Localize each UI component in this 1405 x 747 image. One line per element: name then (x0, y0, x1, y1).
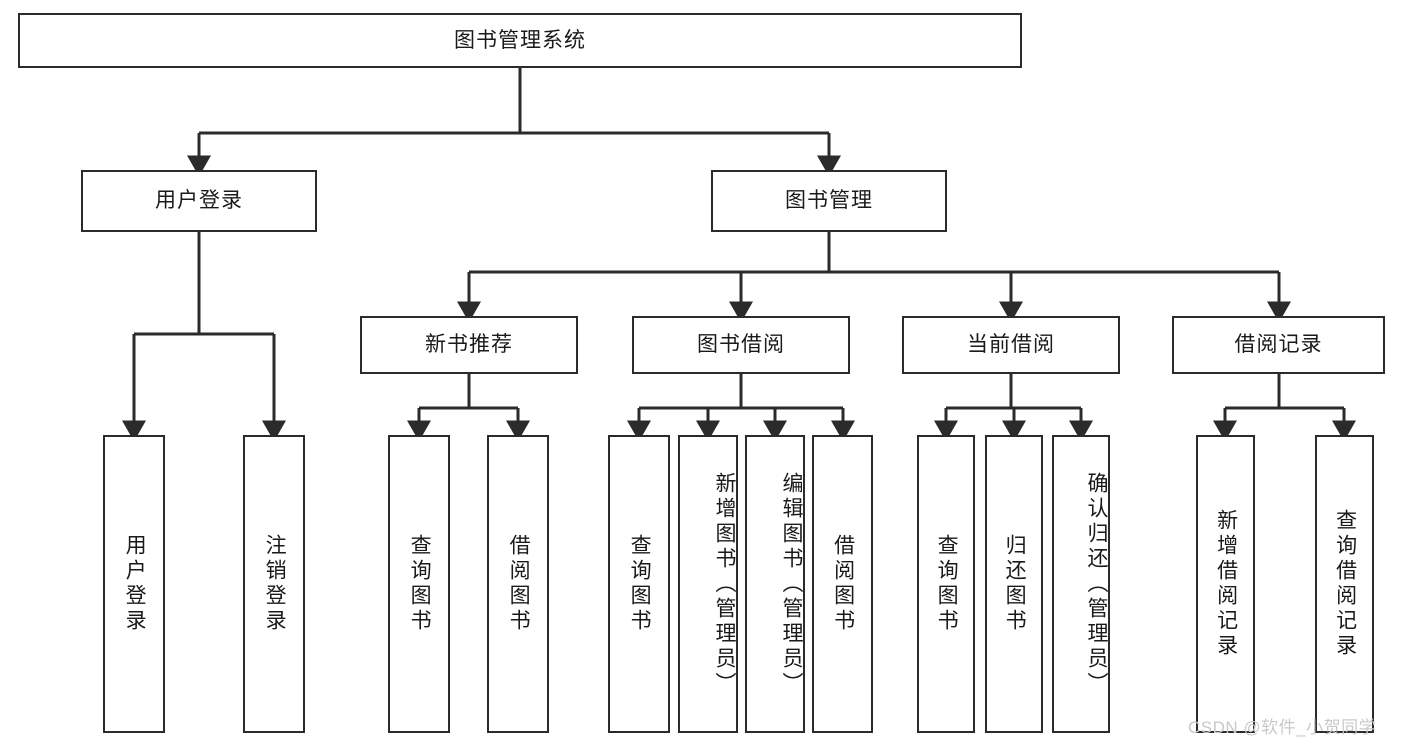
node-user-login[interactable]: 用户登录 (81, 170, 317, 232)
node-leaf-user-logout[interactable]: 注销登录 (243, 435, 305, 733)
node-leaf-borrow-book-1-label: 借阅图书 (507, 534, 531, 634)
node-leaf-query-book-3[interactable]: 查询图书 (917, 435, 975, 733)
node-borrow-record-label: 借阅记录 (1234, 333, 1323, 357)
node-leaf-confirm-return-admin-label: 确认归还（管理员） (1085, 471, 1108, 697)
node-current-borrow[interactable]: 当前借阅 (902, 316, 1120, 374)
node-book-manage-label: 图书管理 (785, 189, 873, 213)
node-book-borrow[interactable]: 图书借阅 (632, 316, 850, 374)
node-root[interactable]: 图书管理系统 (18, 13, 1022, 68)
node-leaf-query-borrow-record[interactable]: 查询借阅记录 (1315, 435, 1374, 733)
csdn-watermark: CSDN @软件_小贺同学 (1188, 718, 1377, 737)
node-current-borrow-label: 当前借阅 (967, 333, 1055, 357)
node-new-book-recommend-label: 新书推荐 (425, 333, 513, 357)
node-book-borrow-label: 图书借阅 (697, 333, 785, 357)
node-leaf-query-borrow-record-label: 查询借阅记录 (1333, 509, 1357, 659)
node-leaf-user-login[interactable]: 用户登录 (103, 435, 165, 733)
node-leaf-query-book-3-label: 查询图书 (935, 534, 959, 634)
node-leaf-user-login-label: 用户登录 (123, 534, 147, 634)
node-leaf-edit-book-admin[interactable]: 编辑图书（管理员） (745, 435, 805, 733)
node-leaf-query-book-1-label: 查询图书 (408, 534, 432, 634)
node-borrow-record[interactable]: 借阅记录 (1172, 316, 1385, 374)
node-new-book-recommend[interactable]: 新书推荐 (360, 316, 578, 374)
node-leaf-user-logout-label: 注销登录 (263, 534, 287, 634)
node-leaf-edit-book-admin-label: 编辑图书（管理员） (780, 471, 803, 697)
node-leaf-add-borrow-record-label: 新增借阅记录 (1214, 509, 1238, 659)
node-leaf-query-book-2-label: 查询图书 (628, 534, 652, 634)
node-leaf-query-book-2[interactable]: 查询图书 (608, 435, 670, 733)
node-user-login-label: 用户登录 (155, 189, 243, 213)
node-book-manage[interactable]: 图书管理 (711, 170, 947, 232)
node-leaf-return-book-label: 归还图书 (1003, 534, 1027, 634)
node-leaf-borrow-book-2[interactable]: 借阅图书 (812, 435, 873, 733)
node-leaf-add-book-admin[interactable]: 新增图书（管理员） (678, 435, 738, 733)
node-leaf-confirm-return-admin[interactable]: 确认归还（管理员） (1052, 435, 1110, 733)
node-leaf-borrow-book-2-label: 借阅图书 (831, 534, 855, 634)
node-leaf-query-book-1[interactable]: 查询图书 (388, 435, 450, 733)
node-leaf-borrow-book-1[interactable]: 借阅图书 (487, 435, 549, 733)
node-leaf-add-borrow-record[interactable]: 新增借阅记录 (1196, 435, 1255, 733)
node-leaf-add-book-admin-label: 新增图书（管理员） (713, 471, 736, 697)
node-leaf-return-book[interactable]: 归还图书 (985, 435, 1043, 733)
node-root-label: 图书管理系统 (454, 28, 586, 52)
